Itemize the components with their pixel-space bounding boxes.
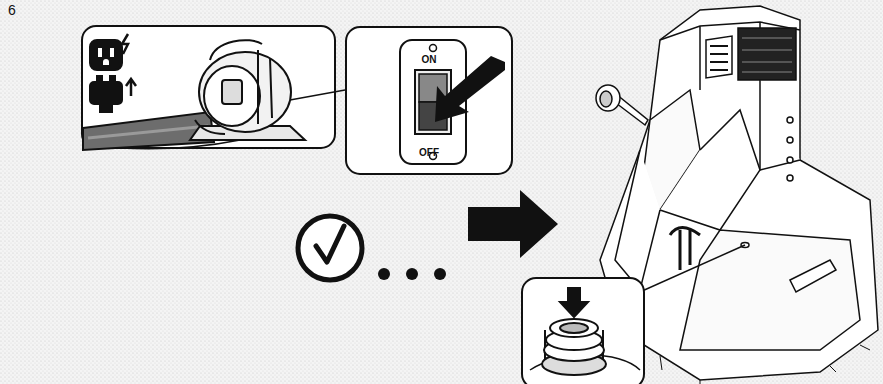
drawing-part bbox=[787, 157, 793, 163]
drawing-part bbox=[90, 40, 122, 70]
drawing-part bbox=[204, 66, 260, 126]
direction-arrow bbox=[468, 190, 558, 258]
drawing-part bbox=[710, 46, 728, 70]
drawing-part bbox=[670, 228, 700, 271]
pointer-arrow bbox=[435, 56, 505, 122]
drawing-part bbox=[110, 48, 114, 57]
drawing-part bbox=[434, 268, 446, 280]
drawing-part bbox=[660, 22, 800, 90]
drawing-part bbox=[680, 230, 860, 350]
screw bbox=[430, 45, 437, 52]
drawing-part bbox=[660, 110, 760, 230]
drawing-part bbox=[126, 79, 136, 96]
drawing-part bbox=[738, 28, 796, 80]
drawing-part bbox=[787, 137, 793, 143]
drawing-part bbox=[790, 260, 836, 292]
switch-inset: ON OFF bbox=[345, 26, 513, 175]
drawing-part bbox=[195, 120, 225, 134]
inset-frame bbox=[346, 27, 512, 174]
drawing-part bbox=[787, 117, 793, 123]
drawing-part bbox=[298, 216, 362, 280]
drawing-part bbox=[83, 112, 214, 150]
drawing-part bbox=[550, 319, 598, 337]
blower-connection bbox=[596, 85, 648, 125]
drawing-part bbox=[103, 59, 109, 65]
blower-inset bbox=[82, 26, 335, 150]
drawing-part bbox=[596, 85, 620, 111]
drawing-part bbox=[222, 80, 242, 104]
drawing-part bbox=[98, 48, 102, 57]
valve-inset bbox=[522, 278, 644, 384]
drawing-part bbox=[210, 40, 272, 124]
timer-symbol bbox=[298, 216, 446, 280]
drawing-part bbox=[199, 52, 291, 132]
drawing-part bbox=[600, 91, 612, 107]
drawing-part bbox=[110, 76, 115, 84]
drawing-part bbox=[122, 34, 128, 54]
switch-label: ON bbox=[422, 54, 437, 65]
drawing-part bbox=[120, 140, 240, 149]
drawing-part bbox=[90, 82, 122, 104]
drawing-part bbox=[97, 76, 102, 84]
drawing-part bbox=[100, 104, 112, 112]
drawing-part bbox=[706, 36, 732, 78]
drawing-part bbox=[406, 268, 418, 280]
drawing-part bbox=[760, 80, 800, 170]
leader-line bbox=[290, 90, 345, 100]
drawing-part bbox=[316, 226, 344, 262]
drawing-part bbox=[378, 268, 390, 280]
drawing-part bbox=[88, 126, 208, 138]
switch-label: OFF bbox=[419, 147, 439, 158]
drawing-part bbox=[620, 330, 870, 384]
drawing-part bbox=[560, 323, 588, 333]
drawing-part bbox=[742, 38, 792, 72]
drawing-part bbox=[787, 175, 793, 181]
drawing-part bbox=[560, 288, 588, 317]
step-number: 6 bbox=[8, 2, 16, 18]
drawing-part bbox=[615, 150, 660, 290]
drawing-part bbox=[522, 278, 644, 384]
